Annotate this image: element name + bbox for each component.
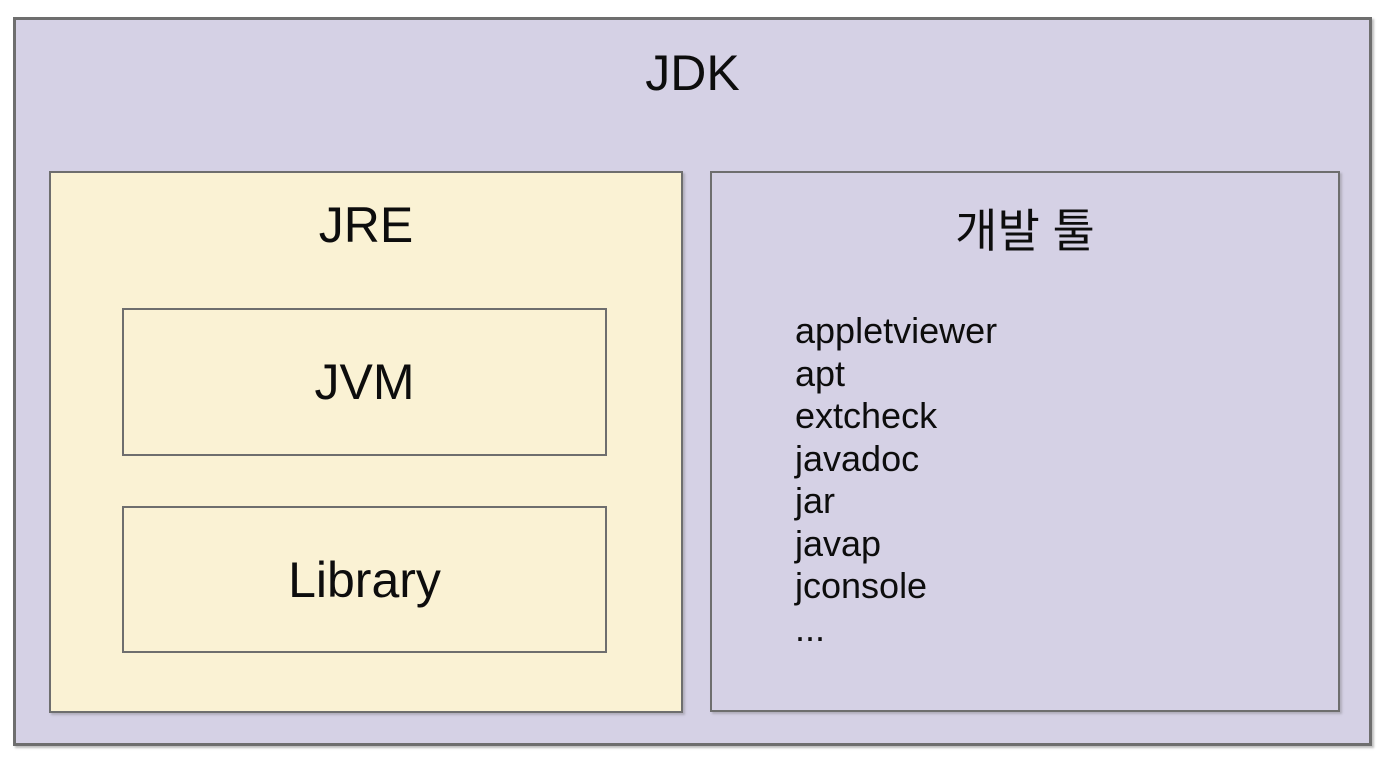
dev-tool-item: apt: [795, 352, 846, 394]
jvm-label: JVM: [314, 354, 415, 410]
dev-tool-item: extcheck: [795, 395, 938, 436]
jre-box: JRE JVM Library: [49, 171, 683, 713]
dev-tool-item: javap: [795, 522, 882, 564]
dev-tools-box: 개발 툴 appletviewer apt extcheck javadoc j…: [710, 171, 1340, 712]
jvm-box: JVM: [122, 308, 607, 456]
jre-title: JRE: [318, 197, 414, 253]
library-label: Library: [288, 551, 441, 608]
jdk-title: JDK: [645, 45, 740, 101]
dev-tool-item: appletviewer: [795, 310, 998, 351]
dev-tool-item: jar: [795, 480, 836, 521]
dev-tool-item: jconsole: [795, 565, 928, 606]
dev-tool-item: javadoc: [795, 437, 920, 479]
dev-tools-list: appletviewer apt extcheck javadoc jar ja…: [795, 310, 997, 650]
library-box: Library: [122, 506, 607, 653]
jdk-box: JDK JRE JVM Library 개발 툴 appletviewer ap…: [13, 17, 1372, 746]
dev-tools-title: 개발 툴: [955, 205, 1095, 257]
dev-tool-item: ...: [795, 607, 826, 649]
